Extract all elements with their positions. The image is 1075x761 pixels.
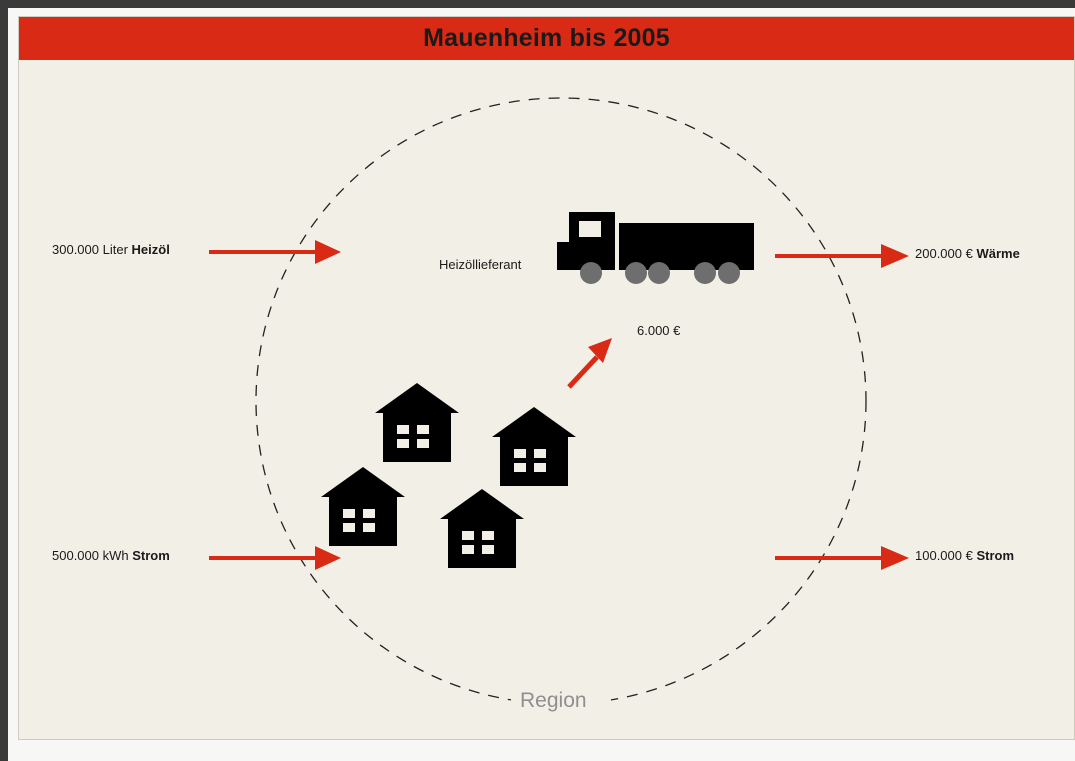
title-bar: Mauenheim bis 2005	[19, 17, 1074, 60]
input-label-heizoel: 300.000 Liter Heizöl	[52, 242, 170, 257]
input-arrow-heizoel	[209, 240, 341, 264]
house-icon	[375, 383, 459, 462]
output-label-strom: 100.000 € Strom	[915, 548, 1015, 563]
payment-amount: 6.000 €	[637, 323, 681, 338]
house-icon	[321, 467, 405, 546]
input-label-strom: 500.000 kWh Strom	[52, 548, 170, 563]
house-icon	[492, 407, 576, 486]
diagram-title: Mauenheim bis 2005	[423, 24, 670, 52]
output-arrow-strom	[775, 546, 909, 570]
region-label: Region	[520, 689, 587, 712]
diagram-canvas	[209, 97, 909, 719]
region-boundary	[255, 97, 867, 705]
house-icon	[440, 489, 524, 568]
truck-icon	[557, 212, 754, 284]
supplier-label: Heizöllieferant	[439, 257, 522, 272]
payment-arrow	[567, 338, 612, 389]
output-label-waerme: 200.000 € Wärme	[915, 246, 1020, 261]
output-arrow-waerme	[775, 244, 909, 268]
diagram-panel: Mauenheim bis 2005	[18, 16, 1075, 740]
window-frame: Mauenheim bis 2005	[8, 8, 1075, 761]
input-arrow-strom	[209, 546, 341, 570]
